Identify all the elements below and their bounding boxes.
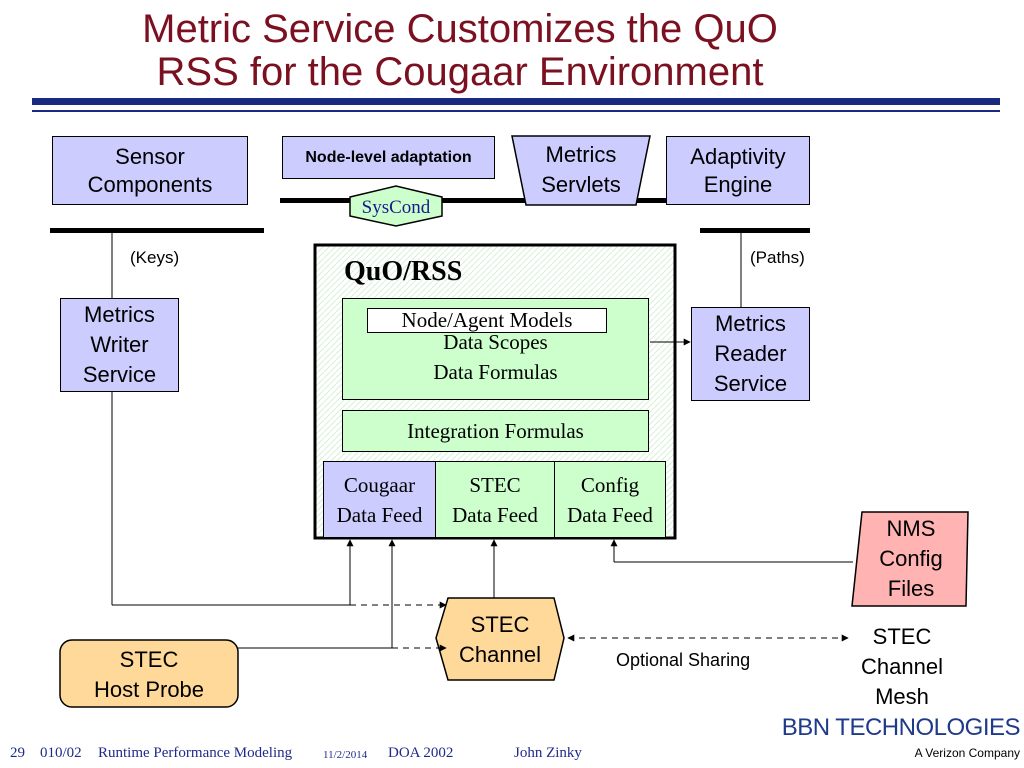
nms-line-3: Files [887,576,935,601]
syscond-label: SysCond [361,197,431,218]
title-rule-thin [32,110,1000,112]
data-formulas-label: Data Formulas [433,360,558,384]
metrics-writer-line-1: Metrics [84,302,155,327]
sensor-components-box: Sensor Components [52,136,248,205]
footer-date: 11/2/2014 [323,749,368,761]
adaptivity-engine-line-1: Adaptivity [690,143,786,169]
stec-channel-mesh-label: STEC Channel Mesh [842,622,962,712]
metrics-servlets-line-2: Servlets [541,172,621,197]
metrics-reader-line-1: Metrics [715,311,786,336]
integration-formulas-label: Integration Formulas [407,419,584,443]
metrics-writer-line-2: Writer [90,332,149,357]
bbn-logo: BBN TECHNOLOGIES A Verizon Company [780,714,1021,760]
sensor-components-line-1: Sensor [115,143,185,169]
sensor-components-line-2: Components [87,171,213,197]
nms-config-shape [851,511,969,607]
stec-channel-line-2: Channel [459,642,541,667]
metrics-reader-line-3: Service [713,371,788,396]
stec-host-probe-line-2: Host Probe [93,677,205,702]
cougaar-feed-line-1: Cougaar [343,472,416,497]
mesh-line-2: Channel [861,654,943,679]
nms-line-1: NMS [886,516,936,541]
metrics-reader-service-box: Metrics Reader Service [691,307,810,401]
config-feed-line-2: Data Feed [567,502,653,527]
config-data-feed-box: Config Data Feed [554,461,666,538]
stec-host-probe-line-1: STEC [119,647,179,672]
stec-channel-line-1: STEC [470,612,530,637]
data-scopes-label: Data Scopes [443,330,548,354]
stec-channel-shape [435,597,565,681]
page-title: Metric Service Customizes the QuO RSS fo… [0,8,920,94]
bbn-logo-tagline: A Verizon Company [914,746,1020,760]
bus-bar-left [50,228,264,233]
footer-author: John Zinky [514,745,582,761]
adaptivity-engine-box: Adaptivity Engine [666,136,810,205]
title-rule-thick [32,98,1000,105]
bbn-logo-name: BBN TECHNOLOGIES [781,714,1021,741]
cougaar-feed-line-2: Data Feed [336,502,423,527]
keys-label: (Keys) [130,248,180,267]
footer-page-number: 29 [10,745,25,761]
stec-host-probe-shape [59,639,239,708]
node-level-adaptation-label: Node-level adaptation [305,148,472,166]
cougaar-data-feed-box: Cougaar Data Feed [323,461,436,538]
footer-event: DOA 2002 [388,745,454,761]
footer-topic: Runtime Performance Modeling [98,745,293,761]
integration-formulas-box: Integration Formulas [342,410,649,452]
stec-host-probe-label: STEC Host Probe [60,645,238,705]
optional-sharing-label: Optional Sharing [616,650,751,670]
node-agent-models-label: Node/Agent Models [401,308,573,332]
paths-label: (Paths) [750,248,805,267]
footer-course: 010/02 [40,745,82,761]
nms-line-2: Config [879,546,943,571]
config-feed-line-1: Config [580,472,640,497]
metrics-servlets-line-1: Metrics [545,142,617,167]
nms-config-files-label: NMS Config Files [856,514,966,604]
mesh-line-1: STEC [872,624,932,649]
node-agent-models-label-box: Node/Agent Models [367,308,607,333]
title-line-2: RSS for the Cougaar Environment [156,50,764,94]
node-level-adaptation-box: Node-level adaptation [282,136,495,179]
metrics-writer-line-3: Service [82,362,157,387]
stec-feed-line-2: Data Feed [452,502,538,527]
metrics-writer-service-box: Metrics Writer Service [60,298,179,392]
metrics-servlets-shape [511,135,651,206]
quo-rss-title: QuO/RSS [344,256,463,287]
metrics-reader-line-2: Reader [714,341,787,366]
stec-channel-label: STEC Channel [440,610,560,670]
bus-bar-right [700,228,810,233]
mesh-line-3: Mesh [875,684,929,709]
adaptivity-engine-line-2: Engine [703,171,773,197]
metrics-servlets-label: Metrics Servlets [512,140,650,200]
title-line-1: Metric Service Customizes the QuO [142,7,778,51]
stec-data-feed-box: STEC Data Feed [435,461,555,538]
syscond-shape [349,185,443,227]
stec-feed-line-1: STEC [469,472,521,497]
